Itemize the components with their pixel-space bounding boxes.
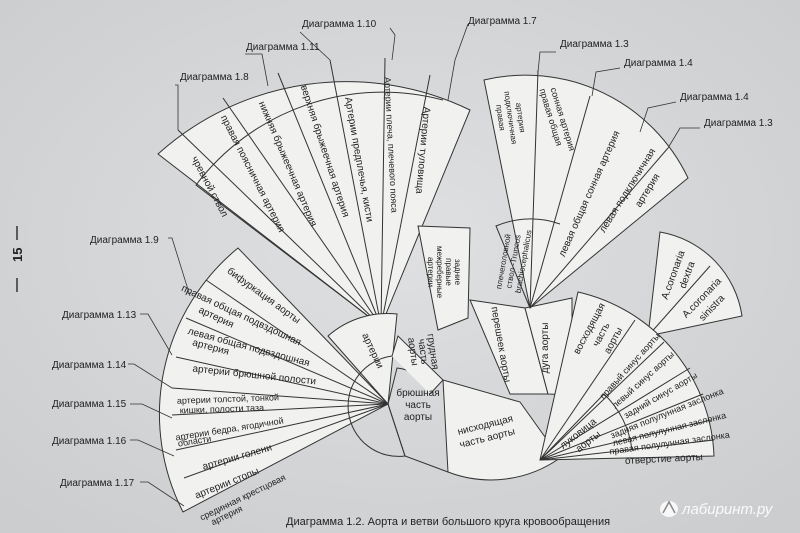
ref-1-7: Диаграмма 1.7 [468,16,537,27]
ref-1-14: Диаграмма 1.14 [52,360,127,371]
diagram-references: Диаграмма 1.10 Диаграмма 1.7 Диаграмма 1… [52,16,773,489]
ref-1-15: Диаграмма 1.15 [52,399,127,410]
watermark-logo: лабиринт.ру [660,500,774,518]
aortic-orifice-label: отверстие аорты [625,452,703,467]
ref-1-4-top: Диаграмма 1.4 [624,58,693,69]
abdominal-aorta-label: брюшная [396,387,439,399]
svg-text:часть: часть [405,400,431,411]
thoracic-branches-label: задние [453,259,462,286]
ref-1-4: Диаграмма 1.4 [680,92,749,103]
svg-text:15: 15 [10,248,25,262]
ref-1-3-top: Диаграмма 1.3 [560,39,629,50]
right-subclavian-label: правая [494,104,507,131]
right-upper-fan [483,69,689,309]
ref-1-10: Диаграмма 1.10 [302,19,377,30]
coronary-fan [647,231,743,337]
aortic-arch-label: дуга аорты [540,323,551,374]
svg-text:межреберные: межреберные [435,246,444,299]
thoracic-branches-segment [417,225,471,331]
ref-1-13: Диаграмма 1.13 [62,310,137,321]
ref-1-9: Диаграмма 1.9 [90,235,159,246]
thoracic-aorta-label: грудная [425,333,441,370]
svg-text:правые: правые [444,258,453,286]
right-lower-fan [539,291,715,461]
svg-text:артерия: артерия [514,102,527,133]
svg-text:артерии: артерии [426,257,435,287]
svg-text:часть: часть [415,338,429,365]
watermark-text: лабиринт.ру [681,501,774,518]
ref-1-3: Диаграмма 1.3 [704,118,773,129]
figure-caption: Диаграмма 1.2. Аорта и ветви большого кр… [286,516,610,528]
svg-text:аорты: аорты [404,412,432,423]
svg-text:аорты: аорты [405,337,420,366]
ref-1-17: Диаграмма 1.17 [60,478,135,489]
left-fan [158,247,389,513]
page-number: 15 [10,226,25,292]
ref-1-11: Диаграмма 1.11 [246,42,320,53]
leader-lines [128,23,700,507]
top-fan [157,57,471,327]
intestine-pelvis-label: артерии толстой, тонкой [177,392,279,406]
thoracic-segment [391,335,444,395]
arteries-segment [327,313,398,406]
svg-text:кишки, полости таза: кишки, полости таза [180,403,265,416]
ref-1-16: Диаграмма 1.16 [52,436,127,447]
ref-1-8: Диаграмма 1.8 [180,72,249,83]
